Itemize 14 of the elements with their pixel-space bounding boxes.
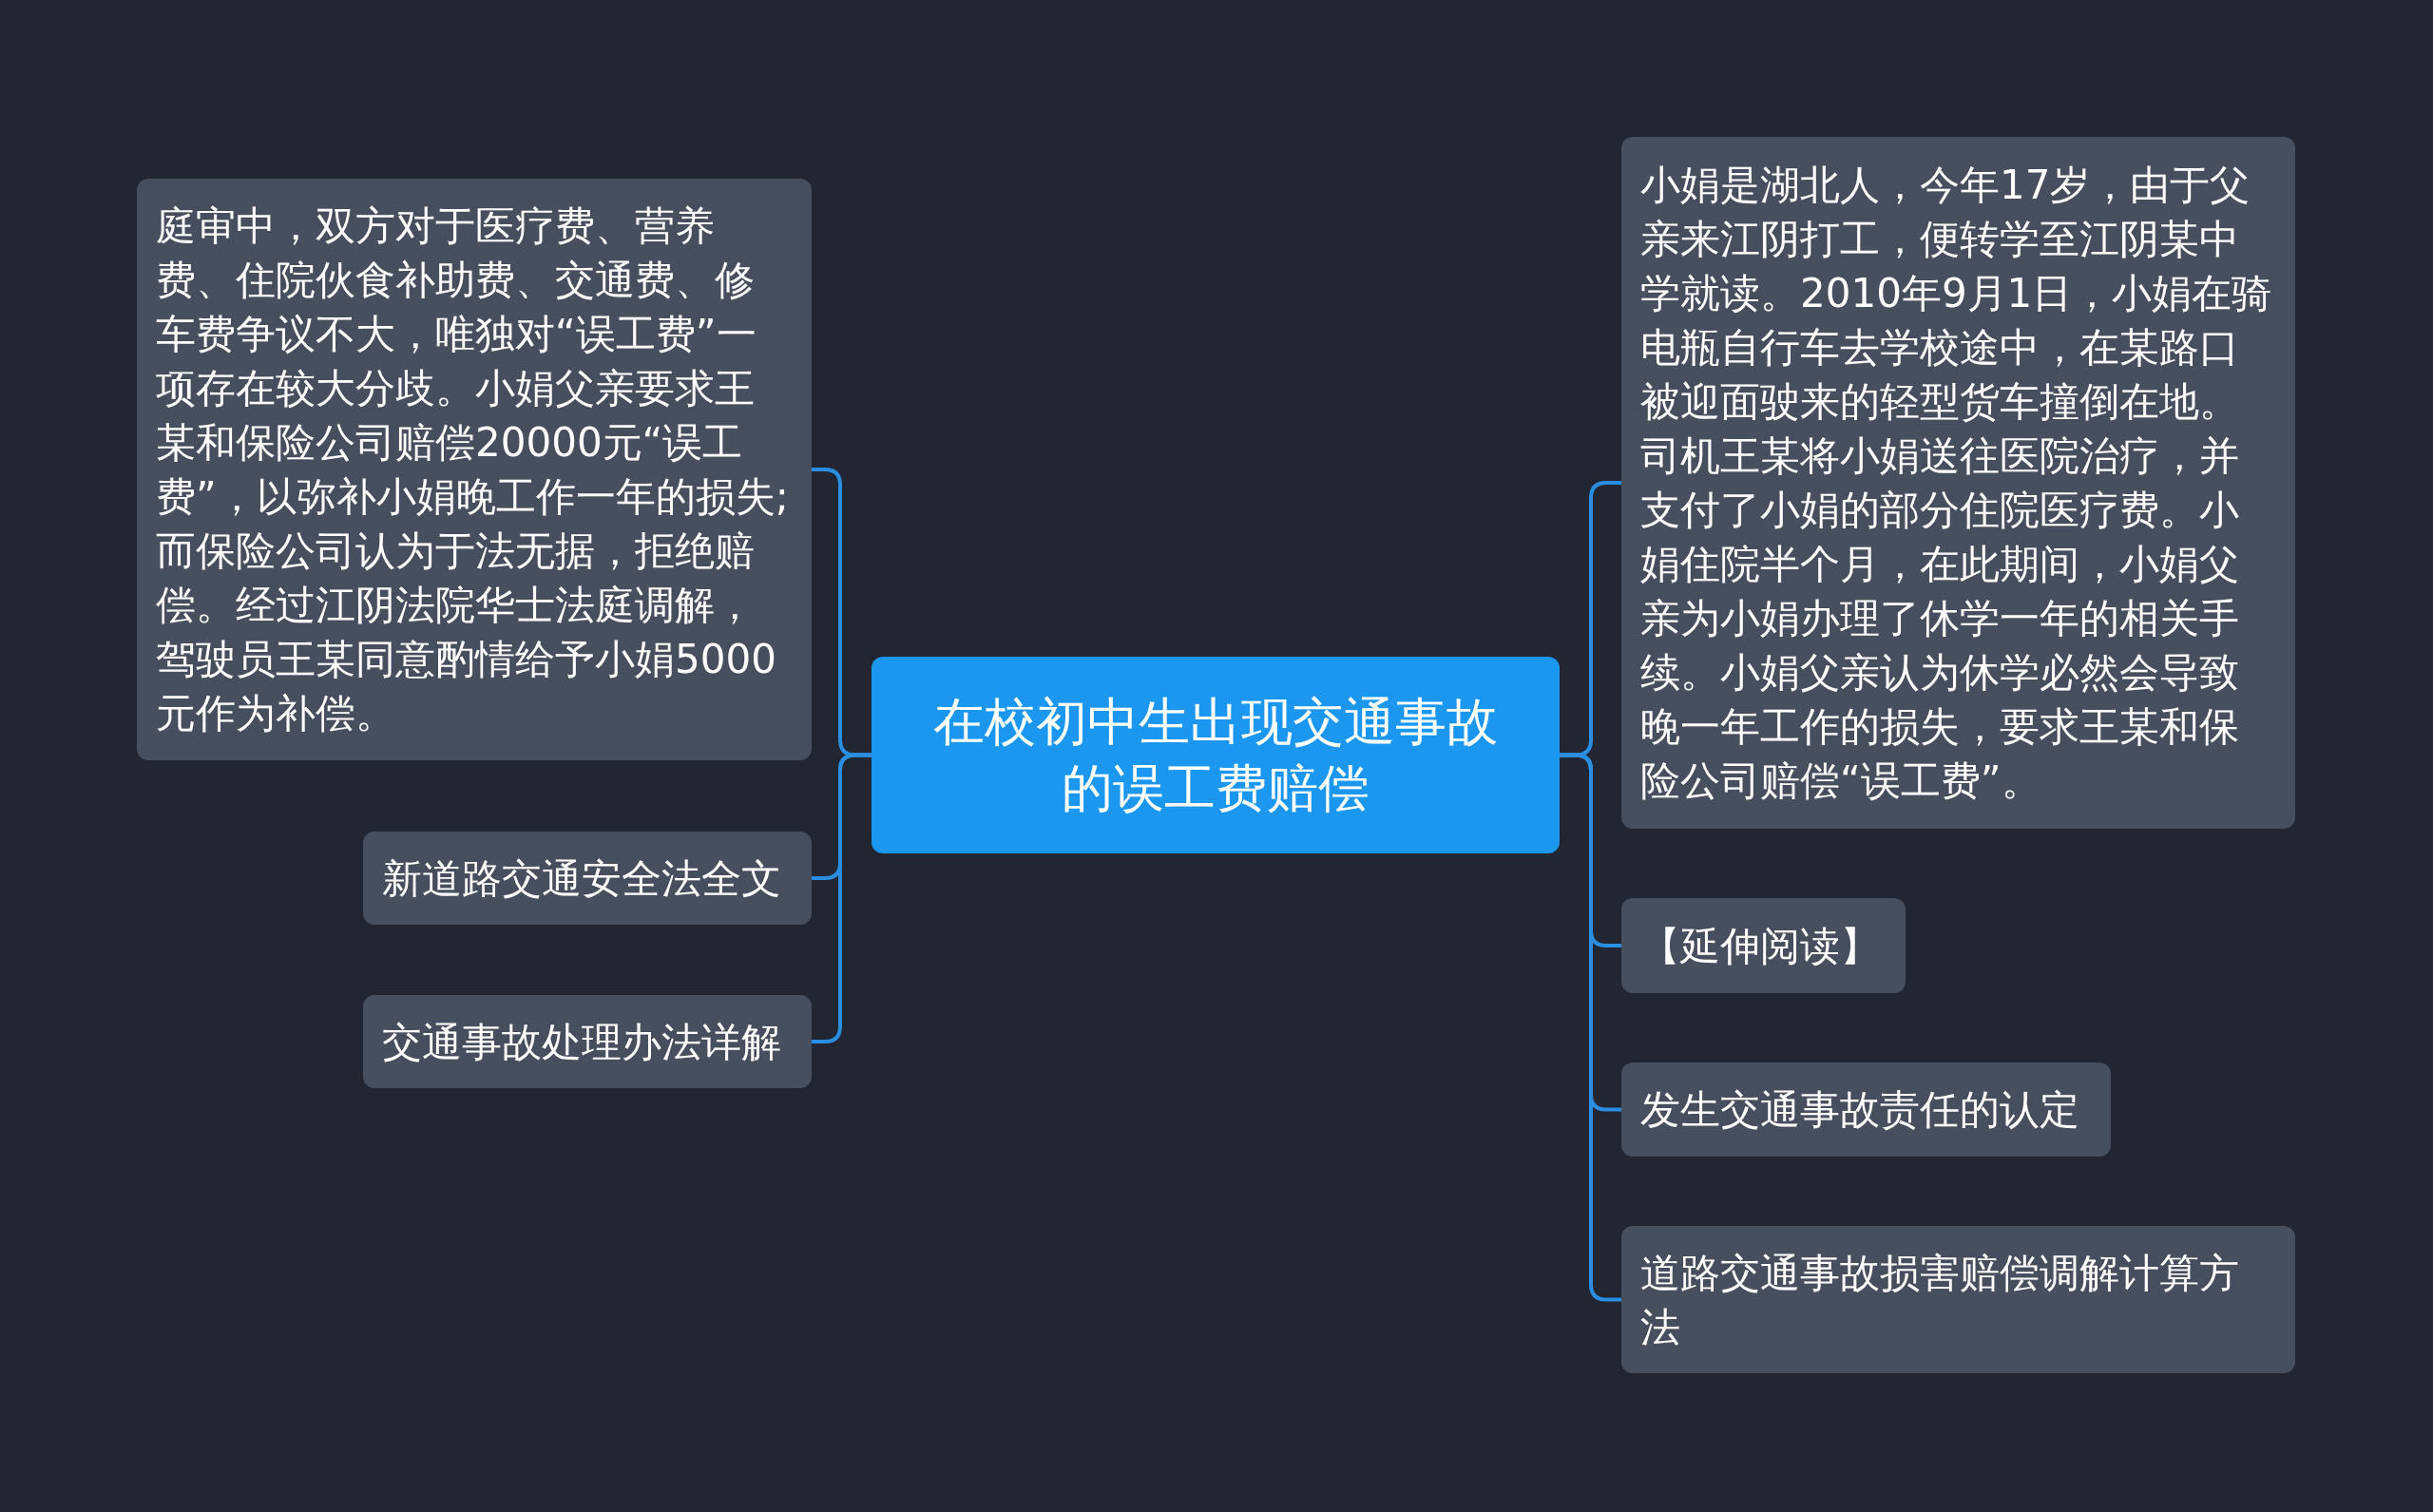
topic-text: 交通事故处理办法详解 bbox=[382, 1017, 781, 1067]
topic-text: 道路交通事故损害赔偿调解计算方法 bbox=[1640, 1248, 2240, 1352]
topic-text: 小娟是湖北人，今年17岁，由于父亲来江阴打工，便转学至江阴某中学就读。2010年9月1日，小娟在骑电瓶自行车去学校途中，在某路口被迎面驶来的轻型货车撞倒在地。司机王某将小娟送往医院治疗，并支付了小娟的部分住院医疗费。小娟住院半个月，在此期间，小娟父亲为小娟办理了休学一年的相关手续。小娟父亲认为休学必然会导致晚一年工作的损失，要求王某和保险公司赔偿“误工费”。 bbox=[1640, 161, 2273, 806]
topic-box bbox=[363, 995, 812, 1088]
topic-box bbox=[363, 832, 812, 925]
topic-box bbox=[1621, 1226, 2295, 1373]
central-topic-box bbox=[872, 657, 1560, 853]
topic-text: 庭审中，双方对于医疗费、营养费、住院伙食补助费、交通费、修车费争议不大，唯独对“误工费”一项存在较大分歧。小娟父亲要求王某和保险公司赔偿20000元“误工费”，以弥补小娟晚工作一年的损失;而保险公司认为于法无据，拒绝赔偿。经过江阴法院华士法庭调解，驾驶员王某同意酌情给予小娟5000元作为补偿。 bbox=[156, 201, 790, 738]
topic-text: 发生交通事故责任的认定 bbox=[1640, 1085, 2079, 1135]
central-topic-text: 在校初中生出现交通事故的误工费赔偿 bbox=[932, 690, 1499, 820]
topic-text: 新道路交通安全法全文 bbox=[382, 853, 781, 904]
topic-box bbox=[1621, 898, 1906, 993]
topic-box bbox=[1621, 1062, 2111, 1157]
topic-text: 【延伸阅读】 bbox=[1640, 921, 1880, 971]
